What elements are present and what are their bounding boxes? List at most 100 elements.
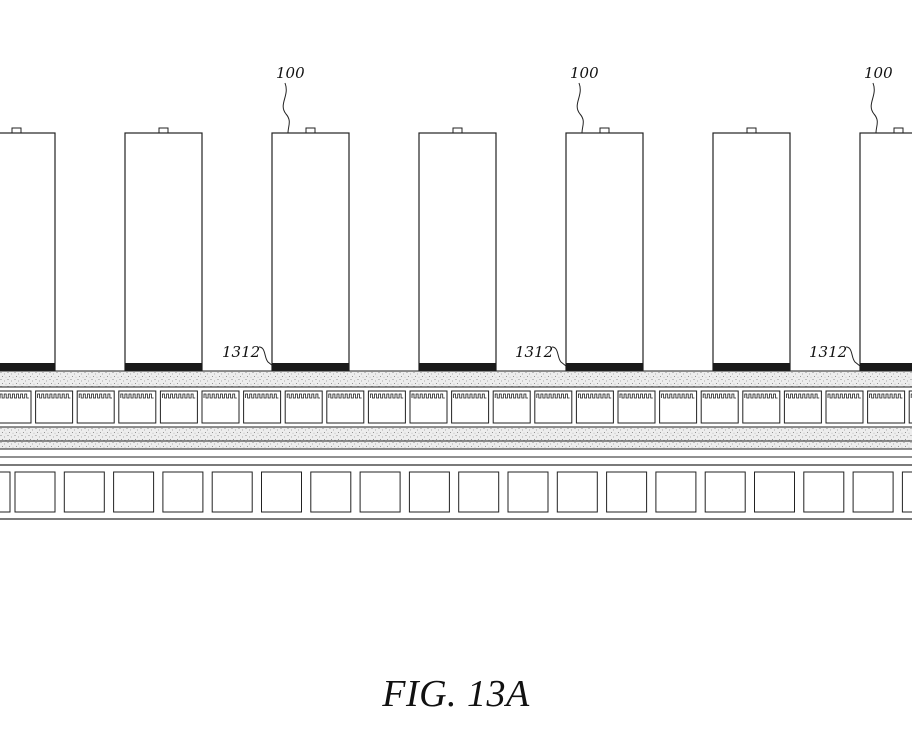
- channel-cell: [867, 390, 906, 424]
- tray-square: [803, 471, 845, 513]
- cell-body: [124, 132, 203, 372]
- base-layer-reference-label: 1312: [809, 343, 847, 361]
- tray-square: [852, 471, 894, 513]
- tray-square: [606, 471, 648, 513]
- cell-base-layer: [125, 363, 202, 371]
- leader-line: [576, 82, 584, 134]
- cell-terminal: [305, 127, 316, 134]
- channel-fin: [328, 393, 362, 399]
- tray-square: [754, 471, 795, 513]
- leader-line: [282, 82, 290, 134]
- channel-fin: [661, 393, 695, 399]
- cell-reference-label: 100: [864, 64, 893, 82]
- channel-fin: [827, 393, 861, 399]
- tray-row: [0, 464, 912, 520]
- channel-cell: [534, 390, 573, 424]
- channel-cell: [783, 390, 822, 424]
- tray-square: [655, 471, 697, 513]
- channel-cell: [76, 390, 115, 424]
- cell-body: [271, 132, 350, 372]
- cell-terminal: [158, 127, 169, 134]
- channel-cell: [700, 390, 739, 424]
- tray-square: [14, 471, 56, 513]
- leader-line: [258, 346, 274, 367]
- channel-cell: [243, 390, 282, 424]
- channel-fin: [869, 393, 903, 399]
- cooling-channel-row: [0, 386, 912, 428]
- tray-square: [556, 471, 598, 513]
- channel-cell: [825, 390, 864, 424]
- base-layer-reference-label: 1312: [515, 343, 553, 361]
- cell-base-layer: [0, 363, 55, 371]
- channel-wall: [0, 390, 32, 424]
- channel-cell: [742, 390, 781, 424]
- cell-terminal: [11, 127, 22, 134]
- base-layer-reference-label: 1312: [222, 343, 260, 361]
- tray-square: [310, 471, 352, 513]
- channel-cell: [118, 390, 157, 424]
- channel-cell: [659, 390, 698, 424]
- reference-labels: 100 100 100 1312 1312 1312: [222, 64, 893, 367]
- channel-fin: [370, 393, 404, 399]
- tray-square: [901, 471, 912, 513]
- tray-square: [162, 471, 204, 513]
- cell-body: [0, 132, 56, 372]
- battery-cell: [565, 127, 644, 372]
- channel-cell: [284, 390, 323, 424]
- cell-base-layer: [713, 363, 790, 371]
- channel-cell: [326, 390, 365, 424]
- channel-fin: [702, 393, 736, 399]
- thin-plate-band: [0, 440, 912, 450]
- battery-cell: [124, 127, 203, 372]
- channel-fin: [120, 393, 154, 399]
- figure-caption: FIG. 13A: [382, 673, 530, 715]
- tray-square: [0, 471, 11, 513]
- tray-square: [704, 471, 746, 513]
- cell-base-layer: [860, 363, 912, 371]
- channel-cell: [617, 390, 656, 424]
- channel-cell: [159, 390, 198, 424]
- cell-reference-label: 100: [570, 64, 599, 82]
- tray-square: [211, 471, 253, 513]
- cell-terminal: [599, 127, 610, 134]
- cell-reference-label: 100: [276, 64, 305, 82]
- cell-body: [418, 132, 497, 372]
- battery-cells: [0, 127, 912, 372]
- leader-line: [870, 82, 878, 134]
- channel-fin: [0, 393, 29, 399]
- channel-fin: [162, 393, 196, 399]
- channel-cell: [201, 390, 240, 424]
- battery-cell: [712, 127, 791, 372]
- channel-fin: [619, 393, 653, 399]
- channel-fin: [494, 393, 528, 399]
- lower-stipple-band: [0, 426, 912, 442]
- channel-fin: [453, 393, 487, 399]
- channel-fin: [37, 393, 71, 399]
- cell-base-layer: [272, 363, 349, 371]
- battery-cell: [418, 127, 497, 372]
- channel-fin: [411, 393, 445, 399]
- channel-cell: [367, 390, 406, 424]
- cell-base-layer: [566, 363, 643, 371]
- leader-line: [551, 346, 567, 367]
- cell-terminal: [893, 127, 904, 134]
- channel-fin: [578, 393, 612, 399]
- channel-fin: [536, 393, 570, 399]
- cell-body: [859, 132, 912, 372]
- channel-fin: [203, 393, 237, 399]
- channel-cell: [35, 390, 74, 424]
- tray-square: [261, 471, 302, 513]
- cell-base-layer: [419, 363, 496, 371]
- channel-fin: [286, 393, 320, 399]
- battery-cell: [859, 127, 912, 372]
- channel-cell: [451, 390, 490, 424]
- cell-body: [712, 132, 791, 372]
- channel-cell: [908, 390, 912, 424]
- battery-cell: [271, 127, 350, 372]
- tray-square: [458, 471, 500, 513]
- channel-fin: [78, 393, 112, 399]
- channel-fin: [245, 393, 279, 399]
- tray-square: [63, 471, 105, 513]
- channel-cell: [492, 390, 531, 424]
